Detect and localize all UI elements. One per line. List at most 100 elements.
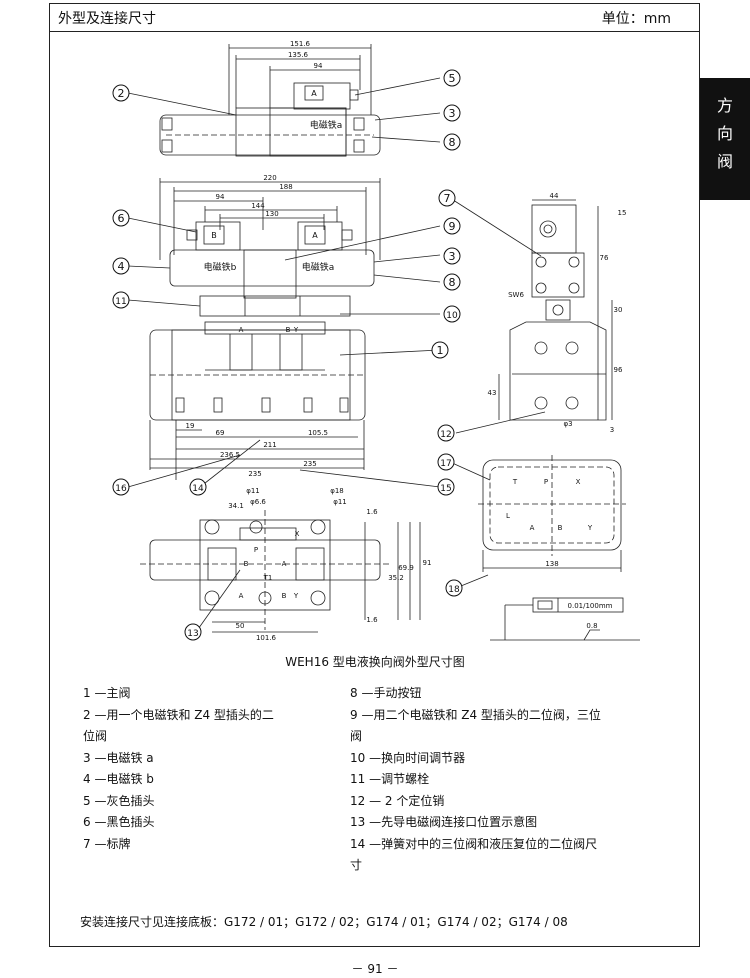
pattern-x-label: X [576,478,581,486]
dim-text: 91 [423,559,432,567]
callout-number: 4 [118,260,125,273]
dim-text: φ11 [333,498,347,506]
leader-lines [127,77,546,633]
callout-number: 6 [118,212,125,225]
callout-circle [112,257,130,275]
solenoid-a-label: 电磁铁a [302,261,335,273]
side-tab-char: 向 [716,124,733,143]
callout-circle [437,453,455,471]
dim-text: 135.6 [288,51,309,59]
callout-circle [189,478,207,496]
dim-text: 1.6 [366,508,378,516]
dim-text: SW6 [508,291,524,299]
callout-number: 7 [444,192,451,205]
callout-circle [443,217,461,235]
dim-text: 94 [314,62,323,70]
port-p-label: P [254,546,258,554]
legend-item: 12 — 2 个定位销 [350,793,445,808]
legend-right: 8 —手动按钮 9 —用二个电磁铁和 Z4 型插头的二位阀，三位 阀 10 —换… [350,683,640,877]
callout-number: 15 [440,484,451,494]
dim-text: 138 [545,560,558,568]
callout-number: 2 [118,87,125,100]
port-b-label: B [286,326,291,334]
dim-text: 188 [279,183,292,191]
header-title: 外型及连接尺寸 [58,11,156,27]
legend-item: 10 —换向时间调节器 [350,750,466,765]
callout-number: 3 [449,250,456,263]
port-pattern [478,455,626,572]
legend-item: 阀 [350,729,363,743]
side-tab-char: 阀 [716,152,733,171]
callout-number: 14 [192,484,204,494]
dim-text: φ11 [246,487,260,495]
callout-number: 8 [449,136,456,149]
pattern-l-label: L [506,512,510,520]
figure-caption: WEH16 型电液换向阀外型尺寸图 [285,655,465,669]
plan-view [140,510,421,633]
callout-circle [112,291,130,309]
side-tab-char: 方 [716,96,733,115]
callout-circle [437,424,455,442]
dim-text: 1.6 [366,616,378,624]
legend-item: 4 —电磁铁 b [83,772,154,786]
port-x-label: X [295,530,300,538]
callout-circle [443,69,461,87]
callout-number: 10 [446,311,458,321]
top-dims [228,44,372,115]
dim-text: 130 [265,210,278,218]
dim-text: 19 [186,422,195,430]
dim-text: 220 [263,174,276,182]
pattern-p-label: P [544,478,548,486]
dim-text: 69 [216,429,225,437]
port-a-label: A [239,592,244,600]
page-number: － 91 － [351,962,399,976]
callout-circle [112,209,130,227]
header-bar: 外型及连接尺寸 单位：mm [50,4,699,32]
pattern-b-label: B [558,524,563,532]
callout-number: 11 [115,297,126,307]
port-b-label: B [282,592,287,600]
callout-number: 1 [437,344,444,357]
callout-number: 18 [448,585,460,595]
dim-text: 96 [614,366,623,374]
dim-text: φ18 [330,487,344,495]
callout-circle [112,84,130,102]
callout-circle [445,579,463,597]
callout-number: 17 [440,459,451,469]
callout-circle [184,623,202,641]
legend-item: 位阀 [83,729,108,743]
port-a-label: A [239,326,244,334]
dim-text: 35.2 [388,574,404,582]
port-t-label: T1 [263,574,273,582]
dim-text: 151.6 [290,40,311,48]
main-valve-body [149,321,366,421]
header-unit: 单位：mm [601,11,671,27]
dim-text: 43 [488,389,497,397]
dim-text: φ3 [563,420,572,428]
port-b-label: B [244,560,249,568]
roughness-text: 0.8 [586,622,597,630]
side-tab: 方 向 阀 [700,78,750,200]
dim-text: 235 [248,470,261,478]
dim-text: 101.6 [256,634,277,642]
callout-number: 12 [440,430,451,440]
dim-text: 236.5 [220,451,240,459]
top-single-valve [159,82,381,157]
callout-circle [443,104,461,122]
callout-circle [443,247,461,265]
callout-circle [112,478,130,496]
legend-item: 9 —用二个电磁铁和 Z4 型插头的二位阀，三位 [350,707,601,722]
dim-text: 211 [263,441,276,449]
solenoid-a-label: 电磁铁a [310,119,343,131]
callout-number: 8 [449,276,456,289]
tolerance-symbol [490,597,640,641]
legend-item: 寸 [350,858,363,872]
legend-item: 11 —调节螺栓 [350,772,430,786]
coil-a-label: A [312,231,318,240]
port-a-label: A [282,560,287,568]
callout-number: 3 [449,107,456,120]
legend-item: 8 —手动按钮 [350,686,422,700]
legend-item: 14 —弹簧对中的三位阀和液压复位的二位阀尺 [350,836,598,851]
